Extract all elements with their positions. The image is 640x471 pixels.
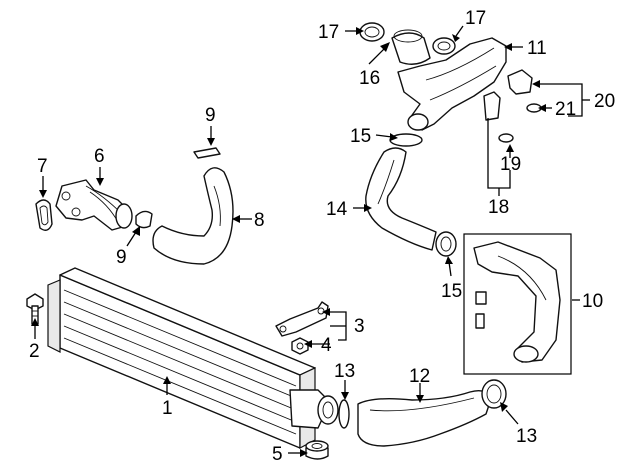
- hose-clamp-part: [135, 147, 221, 229]
- callout-13-left: 13: [334, 361, 355, 382]
- outlet-pipe-part: [55, 179, 133, 231]
- inlet-hose-part: [391, 29, 431, 65]
- callout-10: 10: [582, 291, 603, 312]
- callout-9-upper: 9: [205, 105, 216, 126]
- callout-8: 8: [254, 210, 265, 231]
- callout-14: 14: [326, 199, 348, 220]
- callout-17-right: 17: [465, 8, 486, 29]
- callout-3: 3: [354, 316, 365, 337]
- middle-hose-part: [365, 147, 437, 251]
- callout-4: 4: [321, 335, 332, 356]
- grommet-part: [305, 440, 329, 460]
- lower-hose-part: [357, 389, 493, 447]
- hose-part: [152, 167, 234, 265]
- callout-7: 7: [37, 156, 48, 177]
- callout-21: 21: [555, 99, 576, 120]
- callout-6: 6: [94, 146, 105, 167]
- callout-labels: 1 2 3 4 5 6 7 8 9 9 10 11 12 13 13 14 15…: [29, 8, 615, 465]
- inset-assembly: [463, 233, 572, 375]
- callout-18: 18: [488, 197, 509, 218]
- lower-hose-clamp-part: [338, 379, 507, 429]
- callout-13-right: 13: [516, 426, 537, 447]
- nut-part: [291, 337, 309, 355]
- callout-15-lower: 15: [441, 281, 462, 302]
- callout-19: 19: [500, 154, 521, 175]
- callout-17-left: 17: [318, 22, 339, 43]
- leader-lines: [31, 25, 590, 457]
- callout-2: 2: [29, 341, 40, 362]
- callout-1: 1: [162, 398, 173, 419]
- callout-15-upper: 15: [350, 126, 371, 147]
- callout-5: 5: [272, 444, 283, 465]
- bracket-part: [275, 301, 329, 337]
- inlet-pipe-part: [397, 37, 507, 131]
- callout-12: 12: [409, 366, 430, 387]
- callout-20: 20: [594, 91, 615, 112]
- intercooler-part: [47, 267, 339, 449]
- callout-9-lower: 9: [116, 247, 127, 268]
- callout-16: 16: [359, 68, 380, 89]
- middle-hose-clamp-part: [389, 133, 457, 257]
- mount-bracket-part: [483, 91, 514, 143]
- gasket-part: [35, 199, 53, 231]
- sensor-part: [507, 69, 542, 113]
- inlet-hose-clamp-part: [359, 22, 456, 55]
- callout-11: 11: [527, 38, 547, 59]
